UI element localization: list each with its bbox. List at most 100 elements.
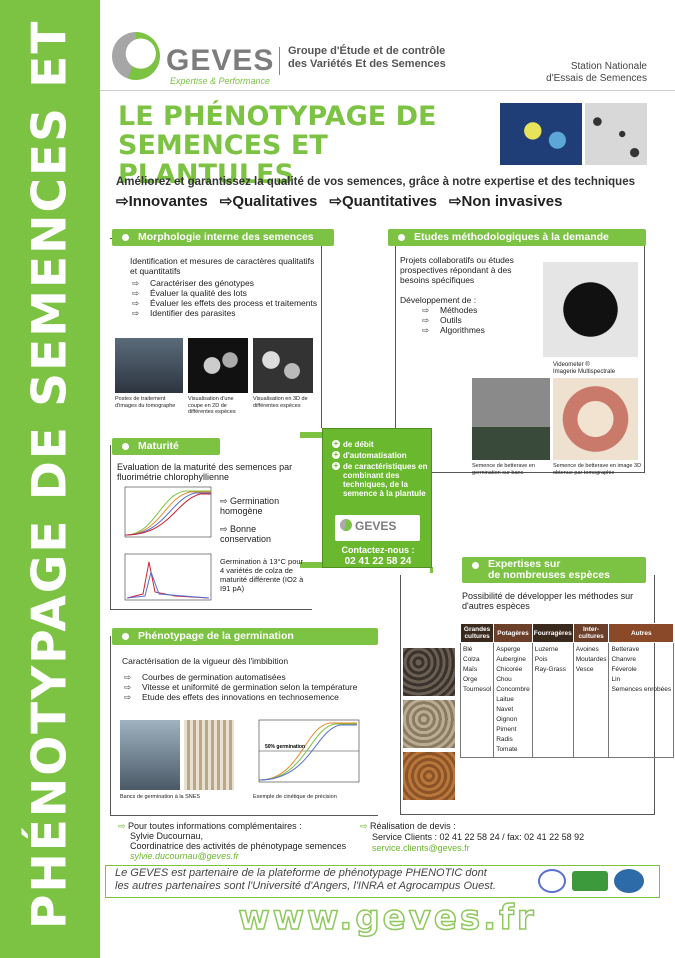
species-item: Pois (534, 656, 548, 663)
species-item: Chicorée (496, 666, 523, 673)
partner-line-1: Le GEVES est partenaire de la plateforme… (115, 867, 487, 879)
partner-box (105, 865, 660, 898)
etudes-dev: Développement de : (400, 295, 477, 305)
maturite-frame (110, 445, 312, 610)
photo-germination-bench-1 (120, 720, 180, 790)
adjective-4: ⇨Non invasives (448, 193, 563, 210)
species-item: Laitue (496, 696, 514, 703)
species-item: Maïs (463, 666, 478, 673)
caption-beet-2: Semence de betterave en image 3D obtenue… (553, 463, 642, 476)
expertises-intro: Possibilité de développer les méthodes s… (462, 591, 634, 611)
photo-seed-sample-1 (403, 648, 455, 696)
side-band: PHÉNOTYPAGE DE SEMENCES ET PLANTULES (0, 0, 100, 958)
species-table: Grandes cultures Potagères Fourragères I… (459, 623, 675, 758)
maturite-result-1: ⇨ Germination homogène (220, 496, 280, 516)
main-title-line-2: SEMENCES ET PLANTULES (118, 130, 328, 190)
group-line-2: des Variétés Et des Semences (288, 58, 446, 70)
species-header: Fourragères (531, 623, 574, 643)
germination-intro: Caractérisation de la vigueur dès l'imbi… (122, 656, 289, 666)
main-title: LE PHÉNOTYPAGE DE SEMENCES ET PLANTULES (118, 102, 488, 189)
station-line-1: Station Nationale (570, 61, 647, 72)
maturite-header: Maturité (112, 438, 220, 455)
species-item: Radis (496, 736, 513, 743)
etudes-header: Etudes méthodologiques à la demande (388, 229, 646, 246)
photo-tomograph-workstation (115, 338, 183, 393)
contact-right-email[interactable]: service.clients@geves.fr (372, 843, 470, 853)
photo-germination-bench-2 (184, 720, 234, 790)
morpho-item: Évaluer la qualité des lots (130, 288, 320, 298)
arrow-icon: ⇨ (360, 821, 371, 831)
species-item: Oignon (496, 716, 518, 723)
contact-label: Contactez-nous : (341, 545, 415, 555)
maturity-chart-2 (124, 553, 212, 601)
germination-body: Caractérisation de la vigueur dès l'imbi… (122, 656, 372, 702)
etudes-item: Outils (420, 315, 540, 325)
species-header: Grandes cultures (459, 623, 495, 643)
center-item: d'automatisation (332, 451, 428, 460)
expertises-title-2: de nombreuses espèces (488, 569, 610, 581)
website-url[interactable]: www.geves.fr (238, 897, 537, 939)
morpho-item: Identifier des parasites (130, 308, 320, 318)
partner-text: Le GEVES est partenaire de la plateforme… (115, 867, 535, 893)
morpho-item: Caractériser des génotypes (130, 278, 320, 288)
species-item: Piment (496, 726, 517, 733)
caption-3d: Visualisation en 3D de différentes espèc… (253, 396, 308, 409)
contact-left-email[interactable]: sylvie.ducournau@geves.fr (130, 851, 239, 861)
inra-logo-icon (572, 871, 608, 891)
photo-seed-sample-3 (403, 752, 455, 800)
germination-frame (110, 636, 378, 816)
chart-50pct-label: 50% germination (265, 744, 305, 750)
contact-left: ⇨ Pour toutes informations complémentair… (118, 821, 348, 861)
adjective-3: ⇨Quantitatives (329, 193, 437, 210)
species-item: Luzerne (534, 646, 559, 653)
maturite-r2: Bonne conservation (220, 524, 272, 544)
species-header: Potagères (493, 623, 533, 643)
center-list: de débit d'automatisation de caractérist… (332, 440, 428, 500)
contact-right: ⇨ Réalisation de devis : Service Clients… (360, 821, 660, 854)
maturite-result-2: ⇨ Bonne conservation (220, 524, 272, 544)
contact-left-1: Pour toutes informations complémentaires… (128, 821, 302, 831)
photo-3d-view (253, 338, 313, 393)
arrow-icon: ⇨ (118, 821, 129, 831)
species-item: Orge (463, 676, 478, 683)
germination-item: Courbes de germination automatisées (122, 672, 372, 682)
species-item: Lin (611, 676, 621, 683)
species-item: Blé (463, 646, 473, 653)
species-item: Tomate (496, 746, 518, 753)
germination-item: Etude des effets des innovations en tech… (122, 692, 372, 702)
maturite-note: Germination à 13°C pour 4 variétés de co… (220, 557, 304, 593)
photo-videometer (543, 262, 638, 357)
caption-workstation: Postes de traitement d'images du tomogra… (115, 396, 176, 409)
species-item: Concombre (496, 686, 530, 693)
etudes-frame (395, 238, 645, 473)
adjective-2: ⇨Qualitatives (219, 193, 318, 210)
contact-left-3: Coordinatrice des activités de phénotypa… (130, 841, 347, 851)
contact-right-1: Réalisation de devis : (370, 821, 456, 831)
etudes-body: Projets collaboratifs ou études prospect… (400, 255, 540, 335)
photo-beet-germination (472, 378, 550, 460)
group-line-1: Groupe d'Étude et de contrôle (288, 45, 446, 57)
maturite-title: Maturité (138, 440, 179, 452)
morpho-item: Évaluer les effets des process et traite… (130, 298, 320, 308)
header-divider (100, 90, 675, 91)
morpho-intro: Identification et mesures de caractères … (130, 256, 315, 276)
species-item: Tournesol (463, 686, 492, 693)
germination-title: Phénotypage de la germination (138, 630, 294, 642)
adjective-1: ⇨Innovantes (116, 193, 208, 210)
etudes-title: Etudes méthodologiques à la demande (414, 231, 609, 243)
species-item: Chanvre (611, 656, 637, 663)
species-item: Moutardes (575, 656, 607, 663)
species-item: Navet (496, 706, 514, 713)
maturity-chart-1 (124, 486, 212, 538)
station-name: Station Nationale d'Essais de Semences (487, 61, 647, 85)
photo-2d-slice (188, 338, 248, 393)
main-title-line-1: LE PHÉNOTYPAGE DE (118, 101, 437, 132)
photo-beet-tomography (553, 378, 638, 460)
species-item: Colza (463, 656, 480, 663)
agrocampus-logo-icon (614, 869, 644, 893)
germination-item: Vitesse et uniformité de germination sel… (122, 682, 372, 692)
morpho-body: Identification et mesures de caractères … (130, 256, 320, 318)
